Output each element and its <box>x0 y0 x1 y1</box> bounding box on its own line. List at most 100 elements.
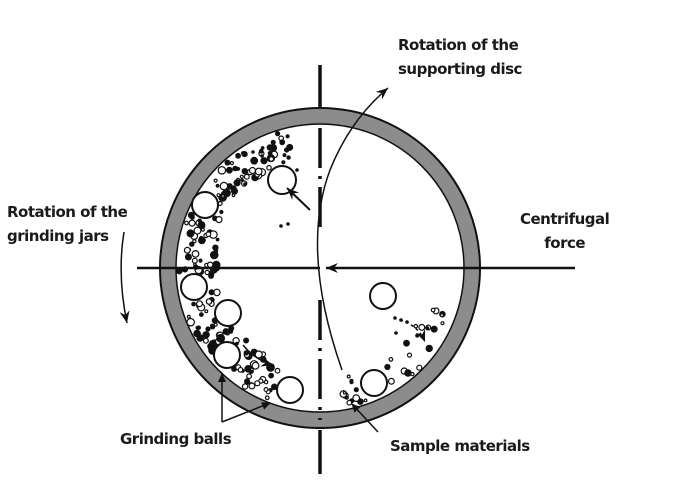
sample-particle <box>225 166 233 174</box>
sample-particle <box>268 156 275 162</box>
sample-particle <box>217 166 227 175</box>
sample-particle <box>251 361 260 370</box>
sample-particle <box>241 167 248 175</box>
sample-particle <box>206 261 214 269</box>
sample-particle <box>191 301 197 307</box>
sample-particle <box>363 398 368 403</box>
sample-particle <box>274 367 281 374</box>
sample-particle <box>279 224 283 228</box>
sample-particle <box>234 341 239 346</box>
sample-particle <box>224 159 231 166</box>
sample-materials-leader <box>351 403 379 433</box>
ball-motion-arrow-right <box>399 319 426 343</box>
sample-particle <box>394 331 398 335</box>
sample-particle <box>243 173 250 180</box>
sample-particle <box>388 357 394 362</box>
supporting-disc-label-line-1: Rotation of the <box>398 36 519 54</box>
ball-motion-arrow-lower <box>242 344 274 367</box>
centrifugal-force-label-line-2: force <box>544 234 586 252</box>
sample-particle <box>196 325 201 330</box>
sample-particle <box>264 395 270 401</box>
sample-particle <box>267 150 273 156</box>
sample-particle <box>184 253 192 261</box>
sample-particle <box>189 214 195 220</box>
sample-particle <box>204 309 209 314</box>
sample-particle <box>233 179 241 187</box>
sample-particle <box>282 153 287 158</box>
sample-particle <box>219 209 224 215</box>
sample-particle <box>243 337 250 344</box>
sample-particle <box>240 178 244 182</box>
sample-particle <box>215 237 220 242</box>
sample-particle <box>286 222 290 226</box>
ball-motion-arrow-top <box>286 187 311 211</box>
sample-particle <box>197 221 206 230</box>
sample-particle <box>191 257 198 264</box>
sample-particle <box>349 380 354 385</box>
sample-particle <box>215 183 220 188</box>
sample-particle <box>202 337 209 344</box>
sample-particle <box>231 187 239 195</box>
sample-particle <box>418 323 426 331</box>
sample-particle <box>384 363 391 371</box>
sample-particle <box>269 373 274 378</box>
sample-particle <box>215 216 223 224</box>
sample-particle <box>197 218 202 223</box>
sample-particle <box>439 313 445 318</box>
sample-particle <box>410 371 415 377</box>
sample-particle <box>239 174 244 179</box>
sample-particle <box>216 193 221 198</box>
sample-particle <box>404 369 412 377</box>
sample-particle <box>286 155 291 160</box>
sample-particle <box>205 326 211 332</box>
sample-particle <box>295 168 299 172</box>
centrifugal-force-label: Centrifugal force <box>520 207 610 255</box>
sample-particle <box>425 344 433 353</box>
sample-particle <box>184 220 189 226</box>
sample-particle <box>285 134 290 139</box>
sample-particle <box>240 151 246 156</box>
jar-rotation-arrow <box>119 231 130 324</box>
sample-particle <box>393 316 397 320</box>
sample-particle <box>352 394 361 403</box>
sample-particle <box>266 144 273 151</box>
sample-particle <box>258 148 264 154</box>
sample-particle <box>342 390 347 395</box>
sample-particle <box>353 387 359 393</box>
sample-particle <box>266 164 272 171</box>
sample-particle <box>186 314 191 319</box>
sample-particle <box>198 236 206 245</box>
grinding-ball <box>214 299 242 327</box>
sample-particle <box>260 154 264 158</box>
sample-particle <box>430 307 436 313</box>
supporting-disc-label: Rotation of the supporting disc <box>398 33 522 81</box>
sample-materials-label: Sample materials <box>390 437 530 455</box>
sample-particle <box>232 165 239 172</box>
sample-particle <box>406 352 413 358</box>
sample-particle <box>188 219 196 227</box>
sample-particle <box>186 317 196 327</box>
sample-particle <box>193 226 202 235</box>
sample-particle <box>430 325 438 333</box>
sample-particle <box>425 326 430 331</box>
sample-particle <box>243 182 247 186</box>
sample-particle <box>209 250 219 260</box>
centrifugal-force-label-line-1: Centrifugal <box>520 210 610 228</box>
grinding-ball <box>267 165 297 195</box>
supporting-disc-label-line-2: supporting disc <box>398 60 522 78</box>
grinding-ball <box>276 376 304 404</box>
grinding-ball <box>369 282 397 310</box>
sample-particle <box>208 289 215 296</box>
sample-particle <box>219 181 229 191</box>
sample-particle <box>413 323 419 329</box>
supporting-disc-arc <box>316 87 389 371</box>
grinding-balls-label: Grinding balls <box>120 430 232 448</box>
sample-particle <box>231 193 236 198</box>
sample-particle <box>416 364 423 371</box>
sample-particle <box>213 178 218 183</box>
sample-particle <box>198 258 203 263</box>
sample-particle <box>403 339 410 347</box>
sample-particle <box>241 383 249 390</box>
sample-particle <box>183 246 191 254</box>
